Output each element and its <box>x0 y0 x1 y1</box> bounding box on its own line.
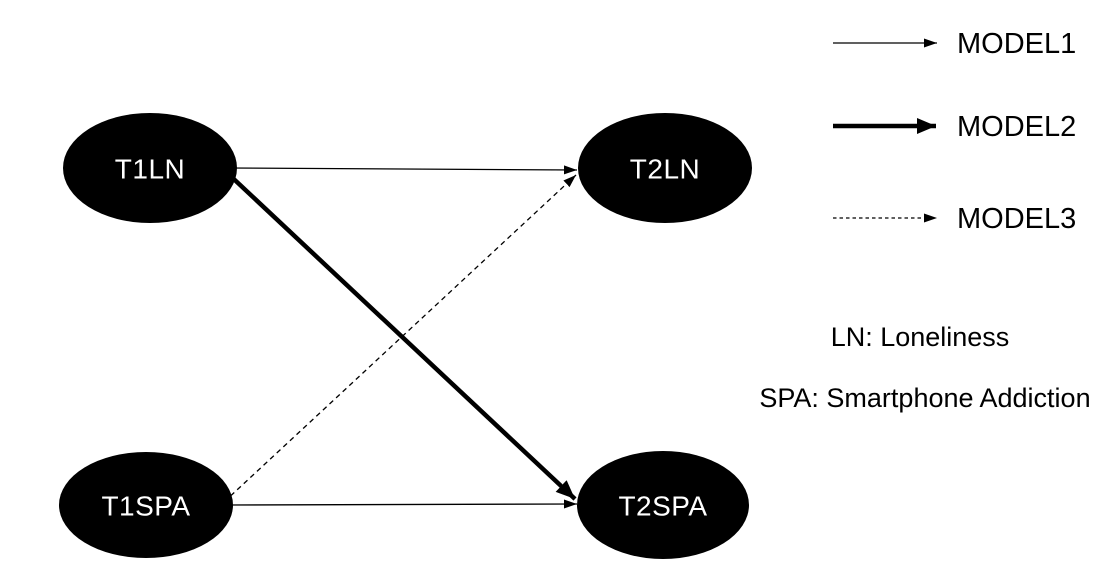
node-t1ln <box>63 113 237 223</box>
node-t2spa-label: T2SPA <box>618 491 707 522</box>
legend-label-model3: MODEL3 <box>957 203 1076 235</box>
node-t1spa-label: T1SPA <box>101 491 190 522</box>
legend-label-model1: MODEL1 <box>957 28 1076 60</box>
edge-t1spa-to-t2spa-model1 <box>225 499 578 509</box>
abbreviation-key: LN: Loneliness SPA: Smartphone Addiction <box>759 322 1090 413</box>
node-t1spa <box>59 452 233 558</box>
edge-t1ln-to-t2spa-model2 <box>220 166 577 501</box>
node-t2ln-label: T2LN <box>630 154 700 185</box>
abbreviation-ln: LN: Loneliness <box>831 322 1010 352</box>
edge-t1spa-to-t2ln-model3 <box>223 174 577 503</box>
abbreviation-spa: SPA: Smartphone Addiction <box>759 383 1090 413</box>
node-t2ln <box>578 113 752 223</box>
legend-label-model2: MODEL2 <box>957 111 1076 143</box>
edge-t1ln-to-t2ln-model1 <box>227 165 578 175</box>
node-t1ln-label: T1LN <box>115 154 185 185</box>
legend: MODEL1 MODEL2 MODEL3 <box>833 28 1076 235</box>
node-t2spa <box>577 451 749 559</box>
